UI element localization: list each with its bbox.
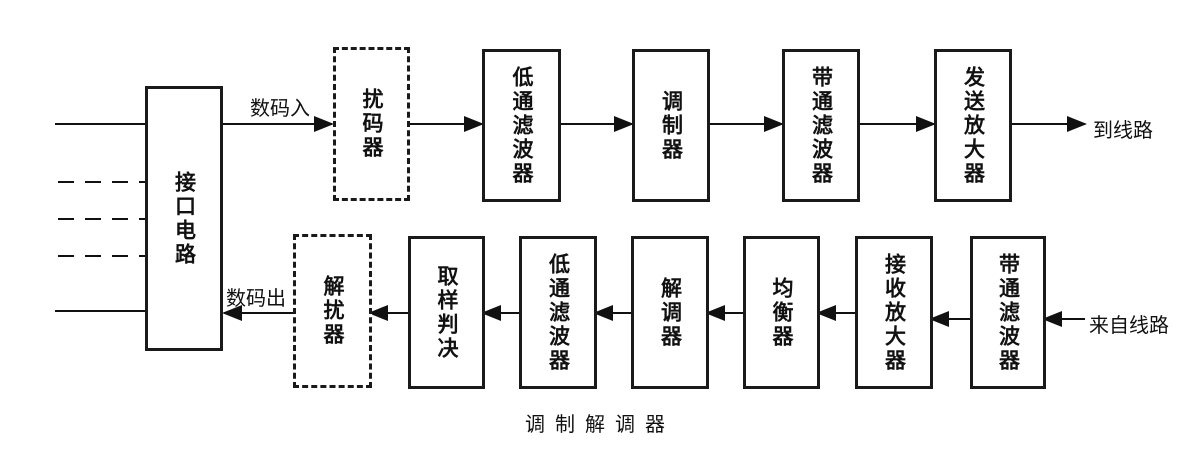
modulator-label: 调制器 — [659, 89, 684, 162]
to-line-label: 到线路 — [1093, 118, 1153, 142]
equalizer-label: 均衡器 — [770, 276, 794, 349]
scrambler-block: 扰码器 — [333, 47, 410, 201]
demodulator-label: 解调器 — [658, 276, 683, 349]
sampling-decision-block: 取样判决 — [408, 236, 485, 389]
tx-bandpass-filter-label: 带通滤波器 — [809, 65, 834, 186]
data-in-label: 数码入 — [250, 96, 310, 120]
descrambler-block: 解扰器 — [293, 234, 372, 388]
descrambler-label: 解扰器 — [321, 275, 345, 347]
from-line-label: 来自线路 — [1089, 313, 1169, 337]
modulator-block: 调制器 — [632, 49, 710, 202]
interface-circuit-block: 接口电路 — [145, 86, 223, 351]
tx-bandpass-filter-block: 带通滤波器 — [782, 49, 860, 202]
diagram-caption: 调制解调器 — [525, 412, 675, 436]
demodulator-block: 解调器 — [631, 236, 709, 389]
data-out-label: 数码出 — [226, 286, 286, 310]
rx-amplifier-label: 接收放大器 — [882, 252, 907, 373]
rx-bandpass-filter-block: 带通滤波器 — [970, 236, 1046, 389]
sampling-decision-label: 取样判决 — [435, 264, 459, 361]
rx-lowpass-filter-label: 低通滤波器 — [546, 252, 571, 373]
rx-lowpass-filter-block: 低通滤波器 — [519, 236, 597, 389]
tx-lowpass-filter-block: 低通滤波器 — [482, 49, 561, 202]
rx-amplifier-block: 接收放大器 — [855, 236, 933, 389]
interface-circuit-label: 接口电路 — [172, 170, 197, 267]
scrambler-label: 扰码器 — [360, 88, 384, 160]
tx-amplifier-label: 发送放大器 — [961, 65, 986, 186]
tx-amplifier-block: 发送放大器 — [934, 49, 1012, 202]
equalizer-block: 均衡器 — [743, 236, 820, 389]
tx-lowpass-filter-label: 低通滤波器 — [510, 65, 534, 186]
rx-bandpass-filter-label: 带通滤波器 — [996, 252, 1021, 373]
